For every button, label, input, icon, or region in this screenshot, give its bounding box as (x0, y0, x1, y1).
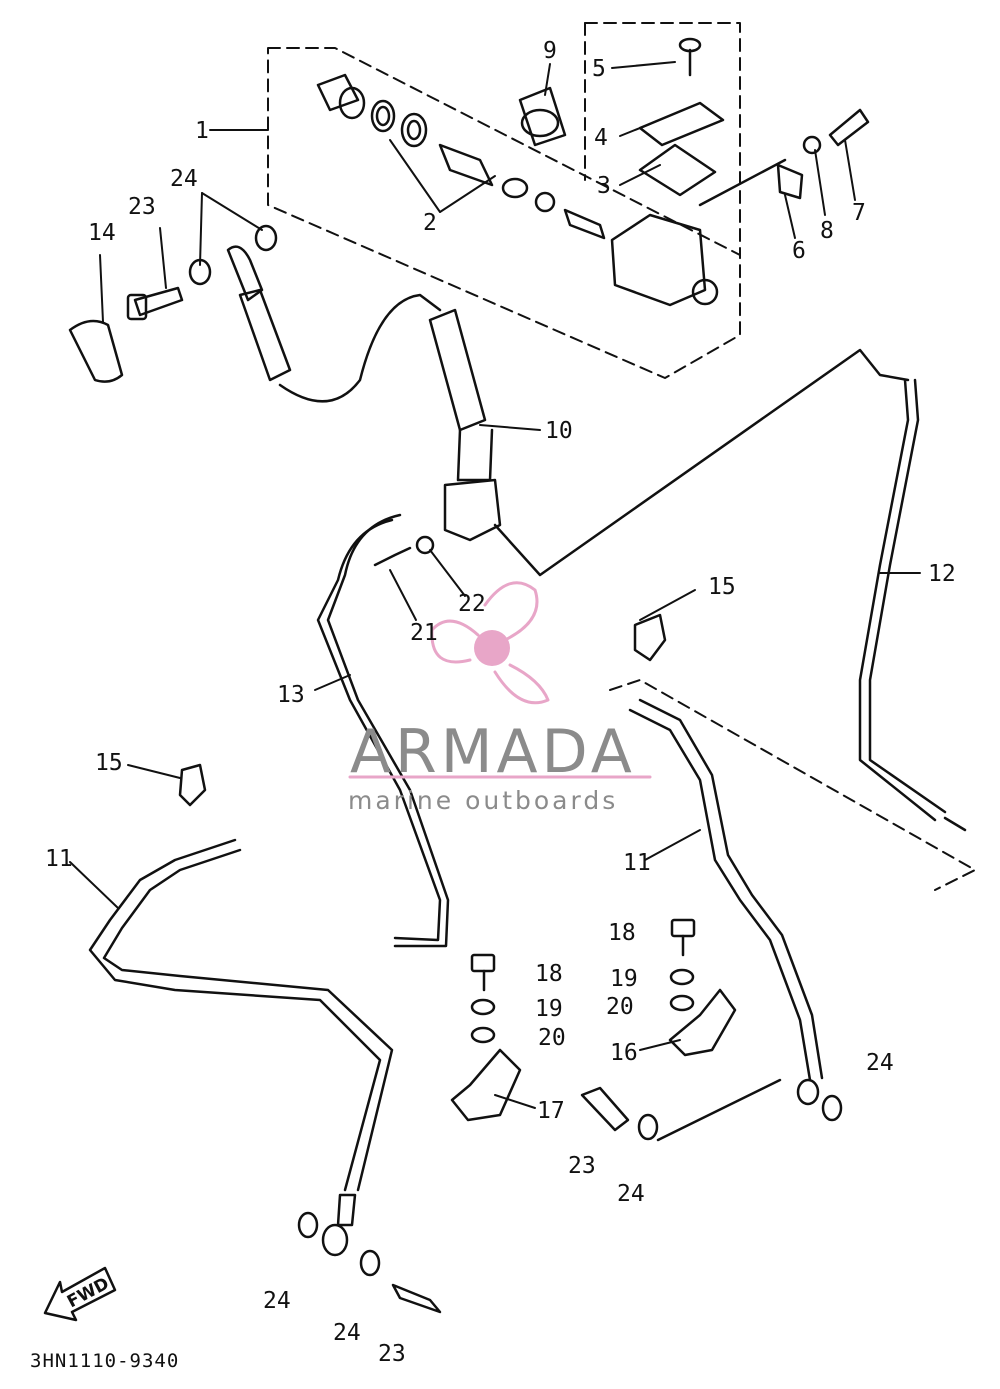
callout-23-mid: 23 (568, 1153, 596, 1179)
callout-10: 10 (545, 418, 573, 444)
callout-24-right: 24 (866, 1050, 894, 1076)
callout-14: 14 (88, 220, 116, 246)
callout-2: 2 (423, 210, 437, 236)
leader-lines (69, 61, 921, 1109)
lower-hardware (178, 535, 843, 1314)
callout-24-top: 24 (170, 166, 198, 192)
callout-22: 22 (458, 591, 486, 617)
callout-17: 17 (537, 1098, 565, 1124)
callout-18-right: 18 (608, 920, 636, 946)
callout-6: 6 (792, 238, 806, 264)
master-cylinder-parts (316, 37, 870, 307)
callout-9: 9 (543, 38, 557, 64)
callout-11-left: 11 (45, 846, 73, 872)
upper-left-fittings (68, 224, 292, 383)
callout-15-left: 15 (95, 750, 123, 776)
callout-12: 12 (928, 561, 956, 587)
watermark-brand: ARMADA (350, 717, 636, 787)
callout-16: 16 (610, 1040, 638, 1066)
callout-20-left: 20 (538, 1025, 566, 1051)
propeller-logo (430, 581, 550, 705)
callout-18-left: 18 (535, 961, 563, 987)
callout-19-right: 19 (610, 966, 638, 992)
callout-24-mid: 24 (617, 1181, 645, 1207)
brake-lines (88, 293, 967, 1257)
callout-7: 7 (852, 200, 866, 226)
callout-24-bottom-left: 24 (263, 1288, 291, 1314)
diagram-code: 3HN1110-9340 (30, 1350, 180, 1372)
callout-23-bottom: 23 (378, 1341, 406, 1367)
watermark-tagline: marine outboards (348, 786, 619, 815)
callout-1: 1 (195, 118, 209, 144)
callout-4: 4 (594, 125, 608, 151)
clip-outline-right (609, 679, 976, 891)
callout-13: 13 (277, 682, 305, 708)
callout-8: 8 (820, 218, 834, 244)
callout-23-top: 23 (128, 194, 156, 220)
callout-15-right: 15 (708, 574, 736, 600)
callout-5: 5 (592, 56, 606, 82)
forward-arrow (43, 1266, 117, 1322)
callout-11-right: 11 (623, 850, 651, 876)
callout-21: 21 (410, 620, 438, 646)
callout-24-bottom: 24 (333, 1320, 361, 1346)
callout-20-right: 20 (606, 994, 634, 1020)
assembly-outline-1 (267, 22, 741, 379)
callout-19-left: 19 (535, 996, 563, 1022)
callout-3: 3 (597, 173, 611, 199)
